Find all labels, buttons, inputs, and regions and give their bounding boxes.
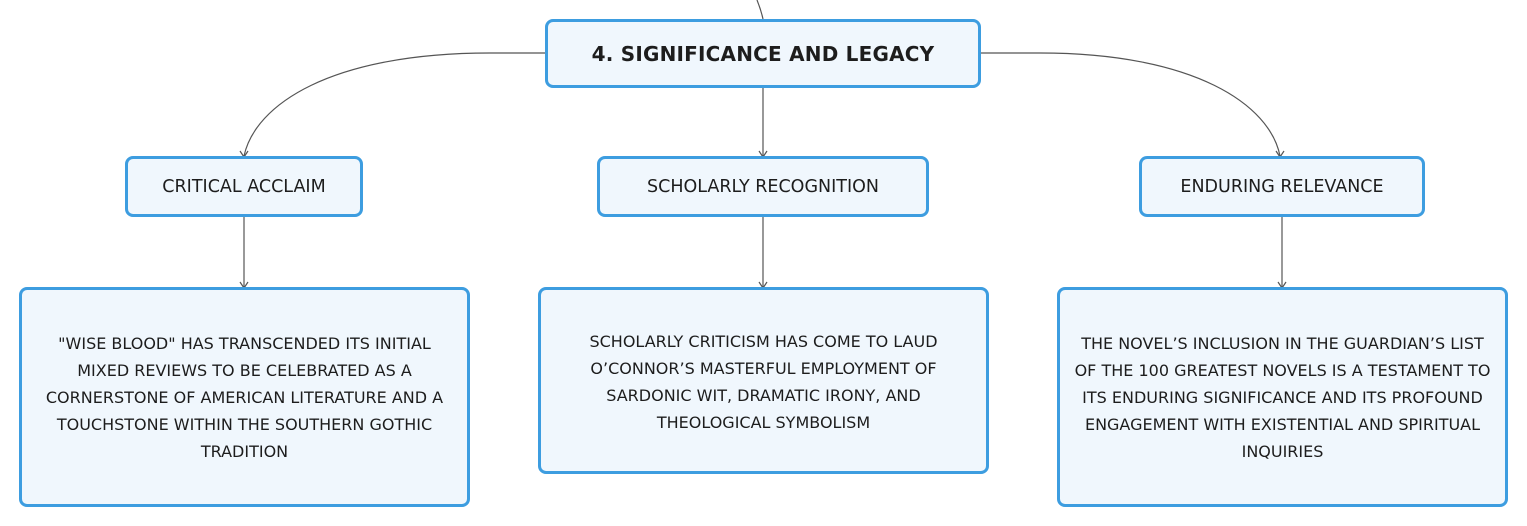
branch-label-enduring-relevance: ENDURING RELEVANCE [1180, 176, 1384, 197]
connector-parent-to-root [756, 0, 764, 20]
detail-text-enduring-relevance: THE NOVEL’S INCLUSION IN THE GUARDIAN’S … [1074, 333, 1491, 461]
root-topic-label: 4. SIGNIFICANCE AND LEGACY [591, 41, 935, 66]
connector-root-to-enduring-relevance [981, 52, 1281, 157]
branch-label-critical-acclaim: CRITICAL ACCLAIM [162, 176, 326, 197]
branch-node-enduring-relevance[interactable]: ENDURING RELEVANCE [1139, 156, 1425, 217]
detail-node-scholarly-recognition[interactable]: SCHOLARLY CRITICISM HAS COME TO LAUD O’C… [538, 287, 989, 474]
branch-node-critical-acclaim[interactable]: CRITICAL ACCLAIM [125, 156, 363, 217]
detail-text-critical-acclaim: "WISE BLOOD" HAS TRANSCENDED ITS INITIAL… [45, 333, 444, 461]
branch-node-scholarly-recognition[interactable]: SCHOLARLY RECOGNITION [597, 156, 929, 217]
detail-node-critical-acclaim[interactable]: "WISE BLOOD" HAS TRANSCENDED ITS INITIAL… [19, 287, 470, 507]
detail-node-enduring-relevance[interactable]: THE NOVEL’S INCLUSION IN THE GUARDIAN’S … [1057, 287, 1508, 507]
connector-root-to-critical-acclaim [243, 52, 545, 157]
branch-label-scholarly-recognition: SCHOLARLY RECOGNITION [647, 176, 879, 197]
detail-text-scholarly-recognition: SCHOLARLY CRITICISM HAS COME TO LAUD O’C… [589, 332, 938, 432]
root-topic-node[interactable]: 4. SIGNIFICANCE AND LEGACY [545, 19, 981, 88]
